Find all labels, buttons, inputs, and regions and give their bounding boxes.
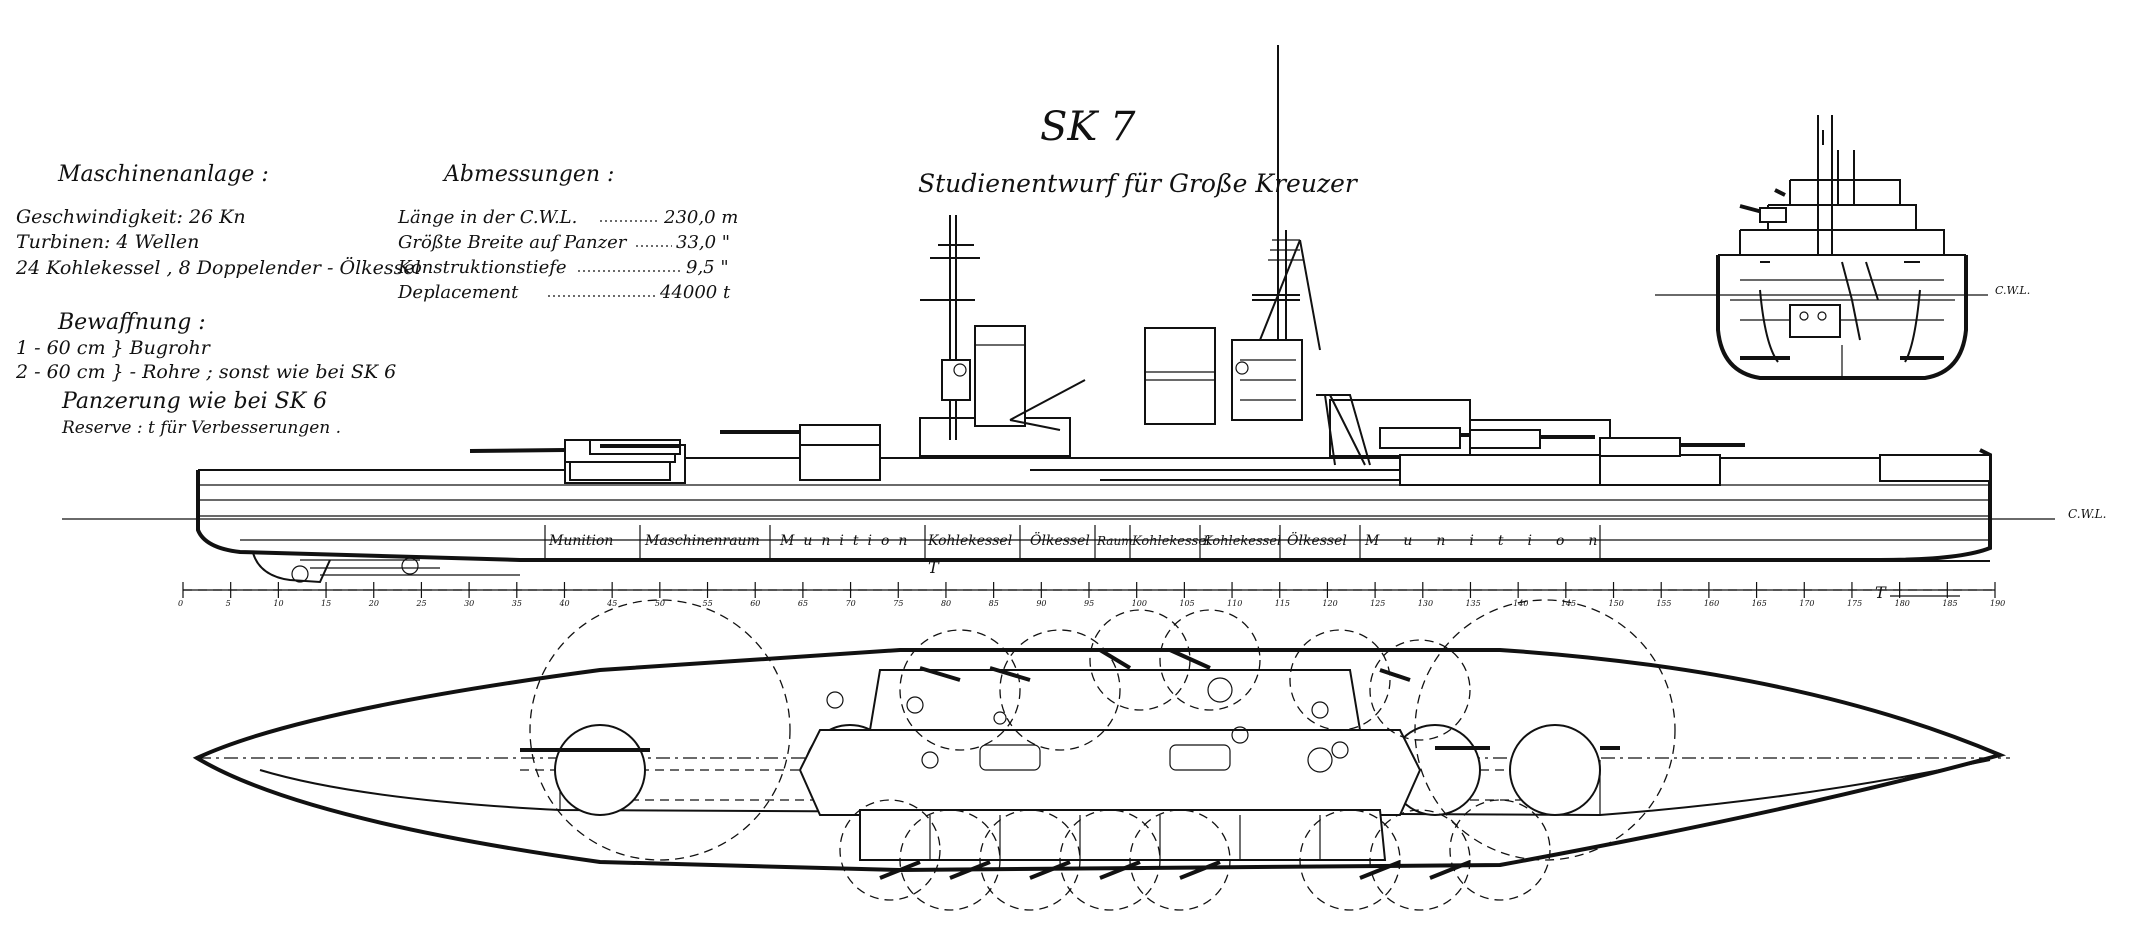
scale-tick-label: 95 xyxy=(1084,599,1094,608)
midship-section: C.W.L. xyxy=(1655,115,2030,380)
dimension-value-1: 230,0 m xyxy=(663,207,738,228)
torpedo-mark: T xyxy=(928,558,940,577)
compartment-label: Ölkessel xyxy=(1030,531,1090,549)
scale-tick-label: 135 xyxy=(1465,599,1480,608)
secondary-guns xyxy=(529,599,1676,911)
dimension-notes: Abmessungen : Länge in der C.W.L. 230,0 … xyxy=(397,162,738,303)
foremast xyxy=(920,215,1086,440)
frame-scale: 0 5 10 15 20 25 30 35 40 45 50 55 60 65 70 75 80 85 90 95 10… xyxy=(178,582,2005,608)
compartment-dividers xyxy=(544,525,1601,560)
scale-tick-label: 45 xyxy=(606,599,617,608)
scale-tick-label: 140 xyxy=(1513,599,1528,608)
scale-tick-label: 10 xyxy=(273,599,283,608)
scale-tick-label: 20 xyxy=(368,599,379,608)
torpedo-mark: T xyxy=(1875,583,1887,602)
turret-fore-3 xyxy=(1599,437,1745,457)
compartment-label: Munition xyxy=(779,533,916,549)
scale-tick-label: 5 xyxy=(226,599,231,608)
dimension-label-2: Größte Breite auf Panzer xyxy=(398,232,628,253)
machinery-line-2: Turbinen: 4 Wellen xyxy=(16,231,199,253)
plan-view xyxy=(192,599,2010,911)
scale-tick-label: 145 xyxy=(1561,599,1576,608)
armament-line-1: 1 - 60 cm } Bugrohr xyxy=(16,337,212,359)
machinery-line-3: 24 Kohlekessel , 8 Doppelender - Ölkesse… xyxy=(15,256,421,279)
armament-line-2: 2 - 60 cm } - Rohre ; sonst wie bei SK 6 xyxy=(15,361,396,383)
drawing-title: SK 7 xyxy=(1040,104,1136,150)
machinery-heading: Maschinenanlage : xyxy=(57,162,269,187)
scale-tick-label: 175 xyxy=(1847,599,1862,608)
compartment-label: Raum xyxy=(1096,534,1133,548)
dimension-value-3: 9,5 " xyxy=(686,257,729,278)
scale-tick-label: 110 xyxy=(1227,599,1242,608)
scale-tick-label: 25 xyxy=(415,599,426,608)
scale-tick-label: 0 xyxy=(178,599,183,608)
scale-tick-label: 50 xyxy=(655,599,665,608)
scale-tick-label: 15 xyxy=(321,599,331,608)
scale-tick-label: 60 xyxy=(750,599,760,608)
scale-tick-label: 100 xyxy=(1132,599,1147,608)
scale-tick-label: 55 xyxy=(703,599,713,608)
armament-notes: Bewaffnung : 1 - 60 cm } Bugrohr 2 - 60 … xyxy=(15,310,396,383)
compartment-label: Munition xyxy=(1364,533,1621,549)
side-profile: C.W.L. Munition Maschinenraum xyxy=(62,45,2106,602)
scale-tick-label: 85 xyxy=(989,599,999,608)
scale-tick-label: 40 xyxy=(558,599,569,608)
turret-mid-1 xyxy=(720,424,881,446)
scale-tick-label: 130 xyxy=(1418,599,1433,608)
scale-tick-label: 155 xyxy=(1656,599,1671,608)
machinery-line-1: Geschwindigkeit: 26 Kn xyxy=(16,206,246,228)
scale-tick-label: 90 xyxy=(1036,599,1046,608)
scale-tick-label: 150 xyxy=(1609,599,1624,608)
fore-funnel xyxy=(974,325,1026,427)
dimension-label-3: Konstruktionstiefe xyxy=(397,257,567,278)
turret-fore-2 xyxy=(1469,429,1595,449)
drawing-subtitle: Studienentwurf für Große Kreuzer xyxy=(918,169,1359,198)
compartment-label: Ölkessel xyxy=(1287,531,1347,549)
scale-tick-label: 170 xyxy=(1799,599,1814,608)
dimension-value-4: 44000 t xyxy=(659,282,731,303)
dimension-label-4: Deplacement xyxy=(397,282,519,303)
compartment-label: Kohlekessel xyxy=(1202,534,1281,549)
compartment-label: Maschinenraum xyxy=(644,533,760,549)
compartment-label: Munition xyxy=(548,533,613,549)
scale-tick-label: 120 xyxy=(1322,599,1337,608)
dimensions-heading: Abmessungen : xyxy=(442,162,614,187)
armor-notes: Panzerung wie bei SK 6 Reserve : t für V… xyxy=(61,389,341,438)
scale-tick-label: 165 xyxy=(1752,599,1767,608)
armor-reserve: Reserve : t für Verbesserungen . xyxy=(61,418,341,438)
scale-tick-label: 35 xyxy=(512,599,522,608)
scale-tick-label: 75 xyxy=(893,599,903,608)
compartment-label: Kohlekessel xyxy=(927,533,1012,549)
aft-mast xyxy=(1316,394,1371,466)
profile-waterline-label: C.W.L. xyxy=(2068,507,2106,521)
scale-tick-label: 105 xyxy=(1179,599,1194,608)
aft-funnel xyxy=(1144,327,1216,425)
armor-heading: Panzerung wie bei SK 6 xyxy=(61,389,327,414)
scale-tick-label: 80 xyxy=(941,599,951,608)
mainmast xyxy=(1231,45,1321,421)
scale-tick-label: 125 xyxy=(1370,599,1385,608)
dimension-label-1: Länge in der C.W.L. xyxy=(397,207,577,228)
turret-aft-1 xyxy=(589,439,681,455)
scale-tick-label: 70 xyxy=(846,599,856,608)
machinery-notes: Maschinenanlage : Geschwindigkeit: 26 Kn… xyxy=(15,162,421,279)
scale-tick-label: 160 xyxy=(1704,599,1719,608)
dimension-value-2: 33,0 " xyxy=(676,232,730,253)
scale-tick-label: 30 xyxy=(464,599,474,608)
compartment-label: Kohlekessel xyxy=(1131,534,1210,549)
scale-tick-label: 185 xyxy=(1942,599,1957,608)
plan-hull-outline xyxy=(192,648,2007,873)
section-waterline-label: C.W.L. xyxy=(1995,284,2030,297)
deck-fittings xyxy=(826,677,1349,773)
scale-tick-label: 190 xyxy=(1990,599,2005,608)
scale-tick-label: 115 xyxy=(1275,599,1290,608)
armament-heading: Bewaffnung : xyxy=(57,310,206,335)
scale-tick-label: 65 xyxy=(798,599,808,608)
hull-outline xyxy=(196,448,1992,562)
scale-tick-label: 180 xyxy=(1895,599,1910,608)
